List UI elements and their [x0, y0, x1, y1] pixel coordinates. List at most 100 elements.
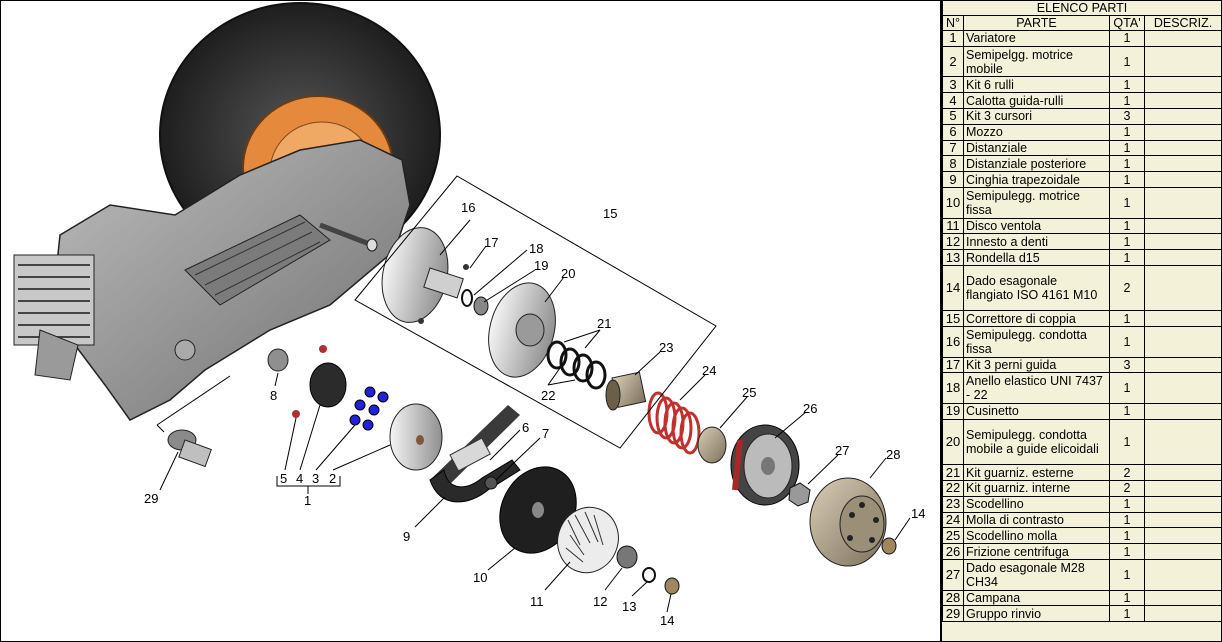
part-qty-cell: 1 — [1109, 233, 1145, 251]
part-desc-cell — [1143, 356, 1222, 374]
part-number-cell: 15 — [942, 310, 964, 328]
balloon-16: 16 — [461, 200, 475, 215]
header-desc: DESCRIZ. — [1143, 15, 1222, 31]
part-desc-cell — [1143, 217, 1222, 235]
part-number-cell: 4 — [942, 92, 964, 109]
part-desc-cell — [1143, 155, 1222, 173]
belt-and-hub — [429, 405, 521, 503]
balloon-21: 21 — [597, 316, 611, 331]
part-desc-cell — [1143, 233, 1222, 251]
part-name-cell: Disco ventola — [963, 217, 1110, 235]
part-name-cell: Anello elastico UNI 7437 - 22 — [963, 372, 1110, 405]
part-qty-cell: 1 — [1109, 589, 1145, 607]
header-qty: QTA' — [1109, 15, 1145, 31]
part-number-cell: 24 — [942, 511, 964, 529]
part-name-cell: Scodellino molla — [963, 527, 1110, 545]
part-name-cell: Correttore di coppia — [963, 310, 1110, 328]
balloon-10: 10 — [473, 570, 487, 585]
part-qty-cell: 1 — [1109, 495, 1145, 513]
part-name-cell: Semipulegg. condotta mobile a guide elic… — [963, 418, 1110, 466]
part-number-cell: 16 — [942, 326, 964, 358]
part-desc-cell — [1143, 464, 1222, 481]
part-24-spring — [647, 391, 701, 455]
balloon-12: 12 — [593, 594, 607, 609]
balloon-15: 15 — [603, 206, 617, 221]
balloon-11: 11 — [530, 594, 544, 609]
variator-parts — [267, 345, 443, 471]
part-qty-cell: 1 — [1109, 403, 1145, 420]
part-qty-cell: 1 — [1109, 558, 1145, 591]
part-desc-cell — [1143, 92, 1222, 109]
part-name-cell: Dado esagonale M28 CH34 — [963, 558, 1110, 591]
part-14-nut-right — [881, 537, 897, 555]
balloon-7: 7 — [542, 426, 549, 441]
part-16-driven-fixed-pulley — [381, 227, 469, 324]
part-number-cell: 11 — [942, 217, 964, 235]
balloon-1: 1 — [304, 493, 311, 508]
leader-lines — [156, 175, 911, 613]
balloon-6: 6 — [522, 420, 529, 435]
cylinder-fins — [13, 254, 95, 381]
part-desc-cell — [1143, 495, 1222, 513]
balloon-22: 22 — [541, 388, 555, 403]
balloon-29: 29 — [144, 491, 158, 506]
part-number-cell: 1 — [942, 30, 964, 47]
balloon-24: 24 — [702, 363, 716, 378]
part-name-cell: Frizione centrifuga — [963, 543, 1110, 560]
balloon-23: 23 — [659, 340, 673, 355]
part-name-cell: Cusinetto — [963, 403, 1110, 420]
part-number-cell: 12 — [942, 233, 964, 251]
part-name-cell: Gruppo rinvio — [963, 605, 1110, 623]
part-desc-cell — [1143, 249, 1222, 266]
part-qty-cell: 1 — [1109, 418, 1145, 466]
ring-and-bearing — [461, 289, 489, 316]
part-desc-cell — [1143, 264, 1222, 312]
part-desc-cell — [1143, 418, 1222, 466]
part-name-cell: Distanziale posteriore — [963, 155, 1110, 173]
part-desc-cell — [1143, 107, 1222, 125]
part-qty-cell: 1 — [1109, 543, 1145, 560]
part-20-moving-pulley — [488, 282, 556, 378]
part-qty-cell: 1 — [1109, 186, 1145, 219]
part-desc-cell — [1143, 527, 1222, 545]
balloon-28: 28 — [886, 447, 900, 462]
parts-list-title: ELENCO PARTI — [941, 0, 1222, 16]
part-qty-cell: 1 — [1109, 76, 1145, 94]
part-qty-cell: 1 — [1109, 527, 1145, 545]
part-29-gear-group — [167, 429, 212, 468]
part-desc-cell — [1143, 589, 1222, 607]
part-number-cell: 28 — [942, 589, 964, 607]
part-number-cell: 27 — [942, 558, 964, 591]
part-qty-cell: 2 — [1109, 464, 1145, 481]
part-11-fan-disc — [557, 506, 619, 574]
balloon-14-left: 14 — [660, 613, 674, 628]
part-desc-cell — [1143, 139, 1222, 157]
part-number-cell: 23 — [942, 495, 964, 513]
part-qty-cell: 1 — [1109, 326, 1145, 358]
part-desc-cell — [1143, 123, 1222, 141]
part-name-cell: Innesto a denti — [963, 233, 1110, 251]
balloon-3: 3 — [312, 471, 319, 486]
exploded-view-drawing: 1 2 3 4 5 6 7 8 9 10 11 12 13 14 14 15 1… — [13, 2, 925, 628]
part-number-cell: 17 — [942, 356, 964, 374]
part-27-nut — [788, 482, 811, 507]
part-qty-cell: 1 — [1109, 139, 1145, 157]
part-number-cell: 25 — [942, 527, 964, 545]
engine-casing — [49, 139, 411, 421]
part-qty-cell: 1 — [1109, 310, 1145, 328]
part-qty-cell: 1 — [1109, 171, 1145, 188]
part-name-cell: Scodellino — [963, 495, 1110, 513]
part-number-cell: 29 — [942, 605, 964, 623]
